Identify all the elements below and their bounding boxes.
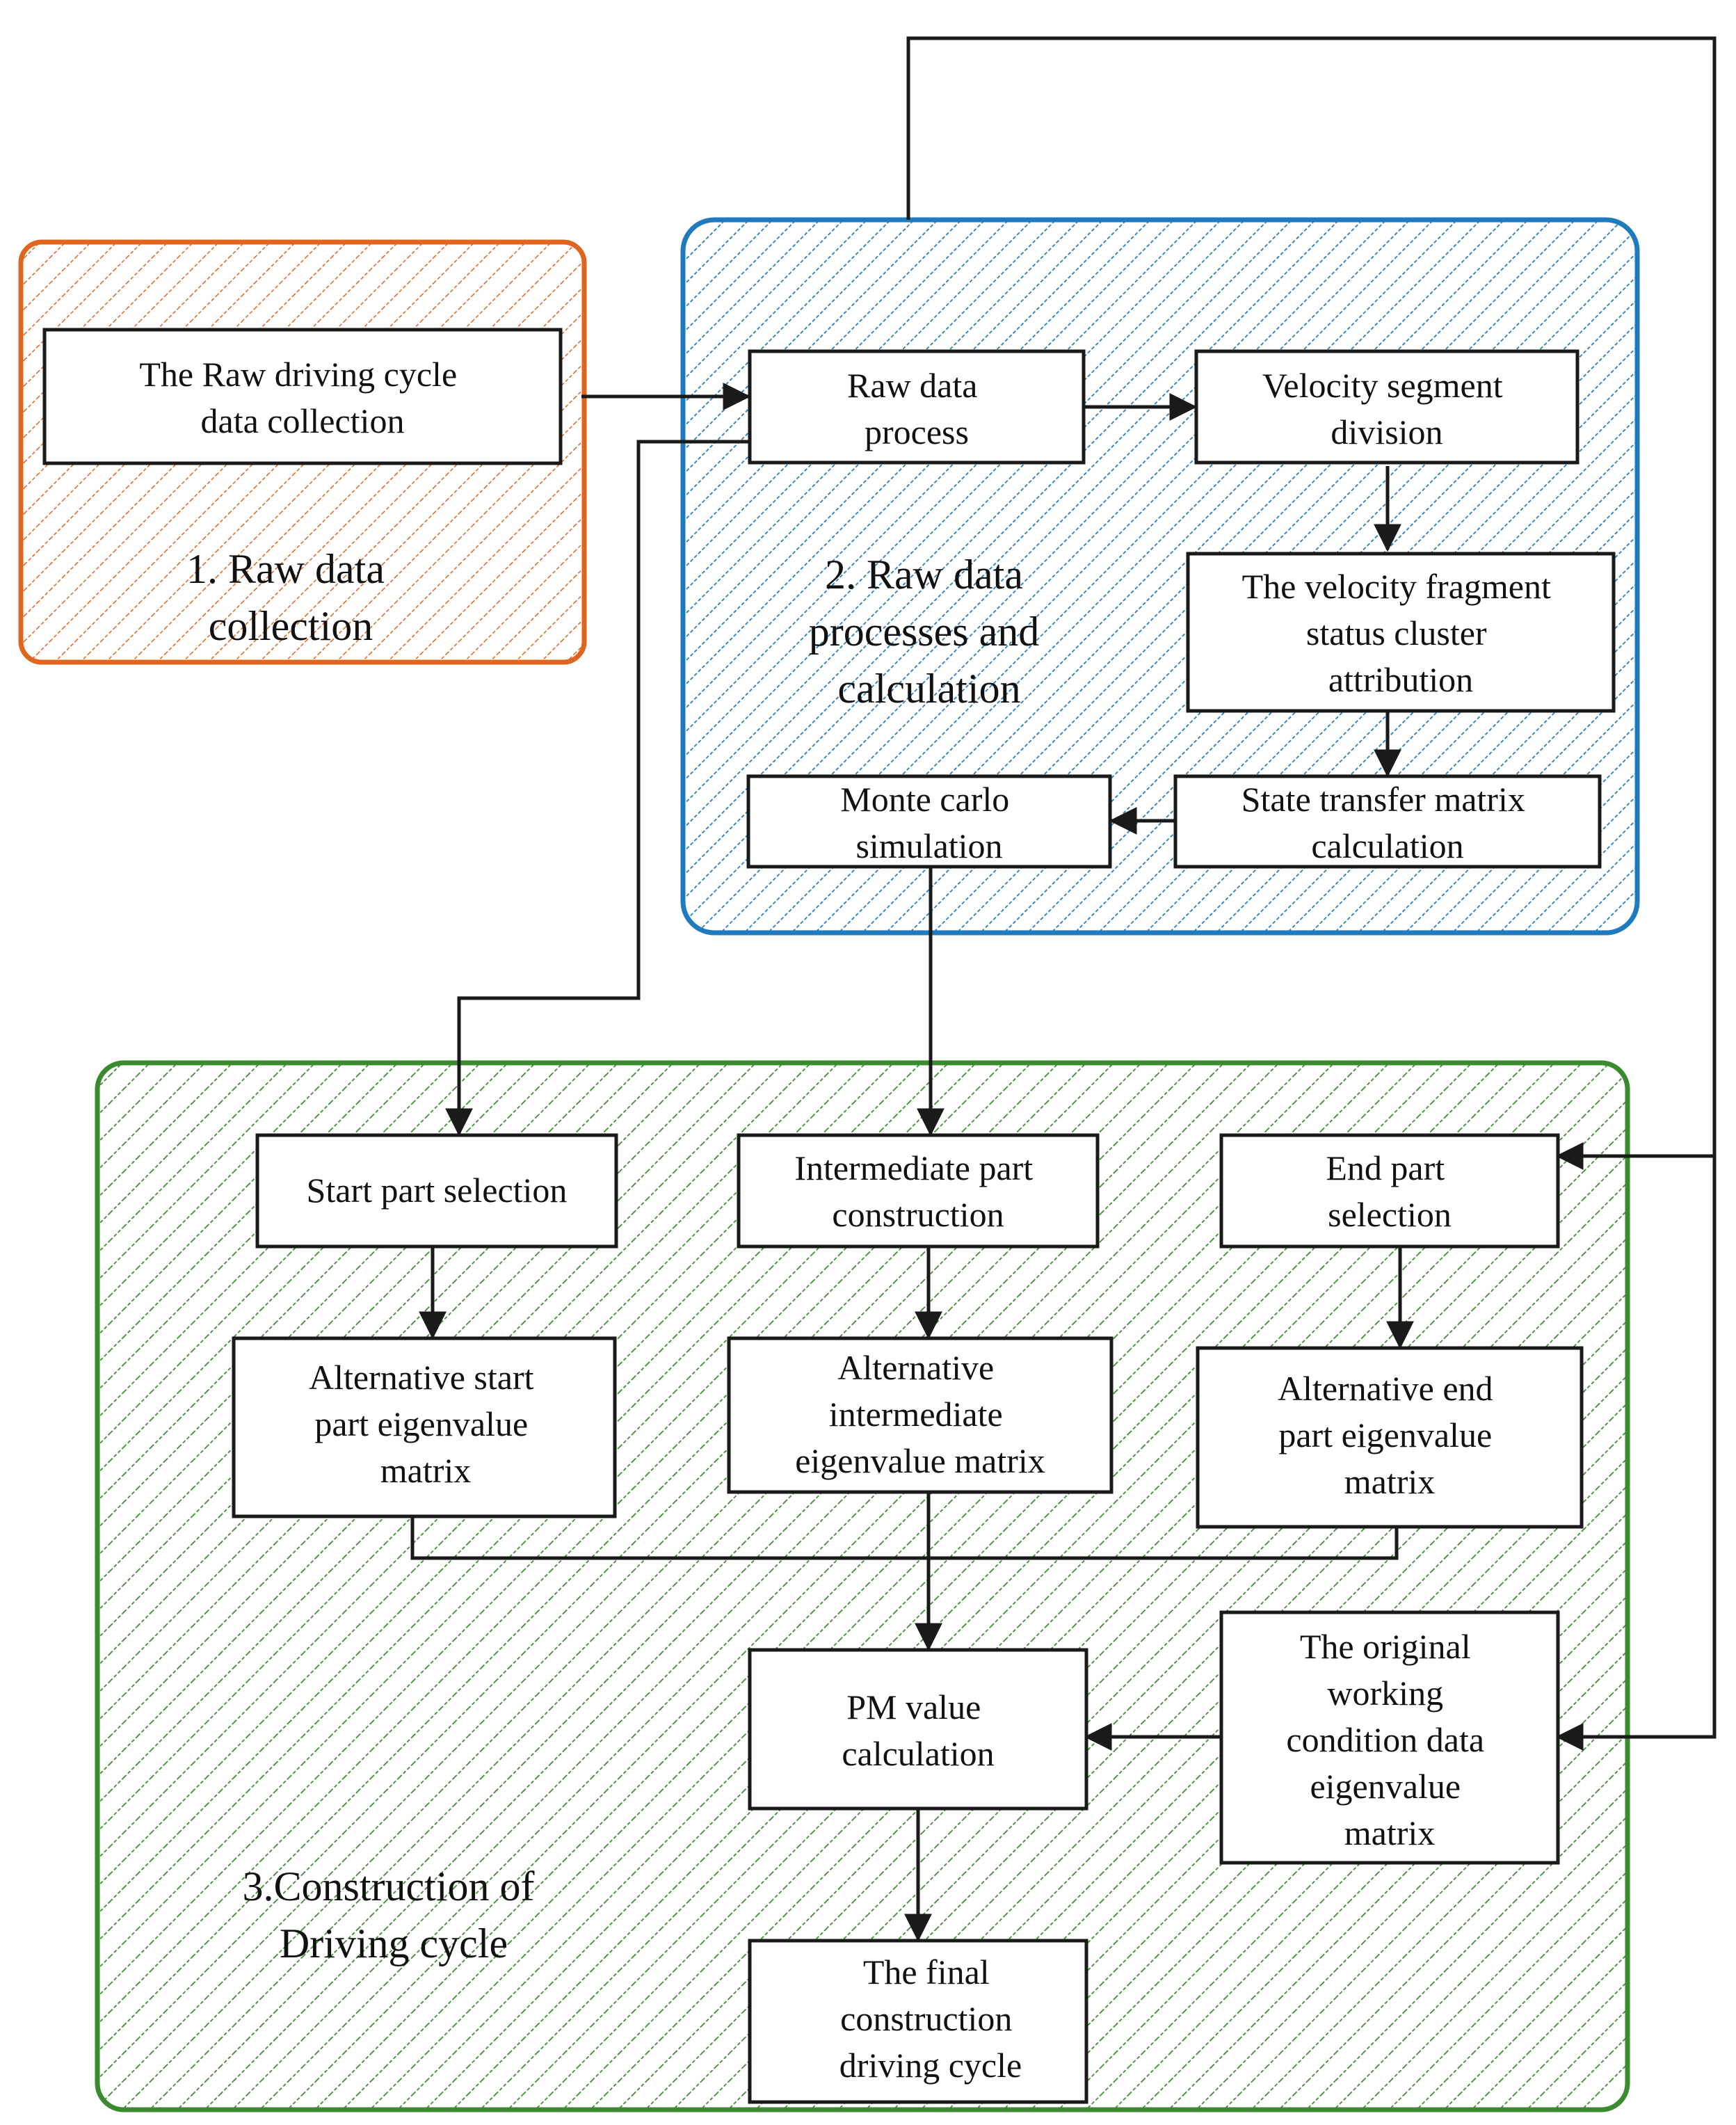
box-final-cycle xyxy=(748,1939,1088,2104)
label-pm-value: PM value calculation xyxy=(842,1687,994,1773)
box-raw-data-process xyxy=(748,349,1086,465)
label-final-cycle: The final construction driving cycle xyxy=(839,1952,1022,2085)
group-label-construction: 3.Construction of Driving cycle xyxy=(243,1863,545,1966)
box-original-working xyxy=(1219,1610,1560,1865)
box-velocity-fragment xyxy=(1186,552,1616,713)
box-start-part xyxy=(255,1133,618,1249)
box-alt-end xyxy=(1196,1346,1584,1529)
arrow-loop-to-original xyxy=(1555,1156,1717,1751)
box-state-transfer xyxy=(1173,774,1602,869)
arrow-loop-to-end-part xyxy=(906,36,1717,1170)
label-velocity-segment: Velocity segment division xyxy=(1262,366,1511,451)
label-monte-carlo: Monte carlo simulation xyxy=(840,780,1018,865)
label-end-part: End part selection xyxy=(1326,1148,1453,1234)
label-state-transfer: State transfer matrix calculation xyxy=(1241,780,1534,865)
box-alt-start xyxy=(232,1336,617,1518)
box-end-part xyxy=(1219,1133,1560,1249)
label-original-working: The original working condition data eige… xyxy=(1286,1627,1493,1852)
label-alt-start: Alternative start part eigenvalue matrix xyxy=(309,1358,542,1490)
label-start-part: Start part selection xyxy=(307,1171,568,1210)
box-monte-carlo xyxy=(746,774,1112,869)
box-raw-driving-cycle xyxy=(42,328,563,465)
arrow-process-to-start xyxy=(445,440,748,1137)
label-raw-data-process: Raw data process xyxy=(847,366,986,451)
box-velocity-segment xyxy=(1194,349,1580,465)
label-intermediate-part: Intermediate part construction xyxy=(794,1148,1041,1234)
box-alt-intermediate xyxy=(727,1336,1114,1494)
label-velocity-fragment: The velocity fragment status cluster att… xyxy=(1242,567,1560,699)
box-pm-value xyxy=(748,1648,1088,1811)
merge-alt-start xyxy=(410,1516,1399,1560)
label-raw-driving-cycle: The Raw driving cycle data collection xyxy=(139,355,465,440)
label-alt-intermediate: Alternative intermediate eigenvalue matr… xyxy=(795,1348,1045,1480)
group-label-raw-collection: 1. Raw data collection xyxy=(186,546,395,649)
connectors xyxy=(410,36,1717,1942)
boxes xyxy=(42,328,1616,2104)
label-alt-end: Alternative end part eigenvalue matrix xyxy=(1278,1369,1502,1501)
box-intermediate-part xyxy=(737,1133,1100,1249)
group-label-processing: 2. Raw data processes and calculation xyxy=(809,552,1050,712)
